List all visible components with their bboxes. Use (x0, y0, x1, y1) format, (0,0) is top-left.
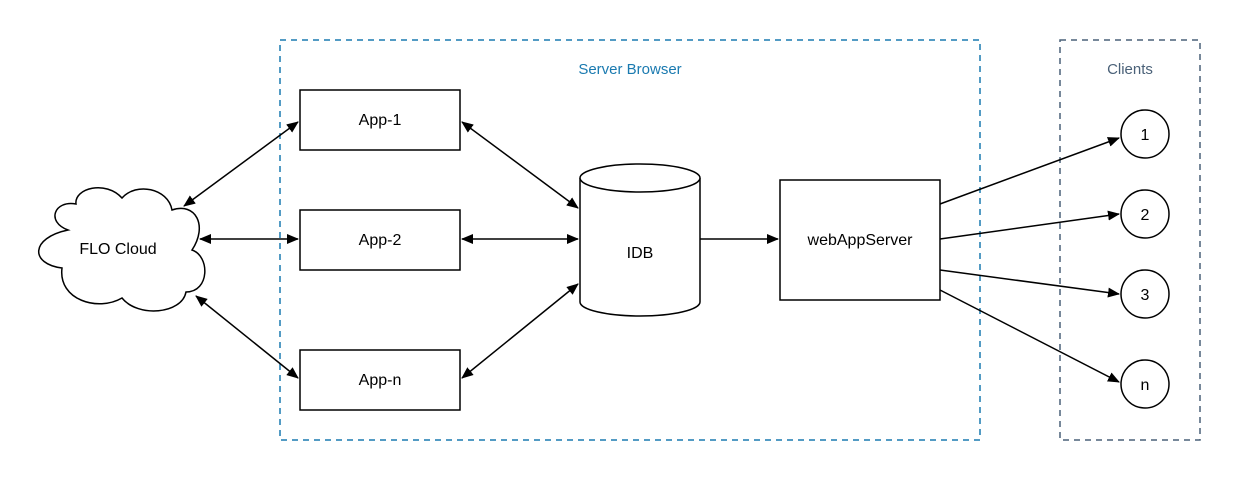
idb-cylinder-top (579, 163, 701, 193)
arrow-app1-idb (461, 121, 579, 209)
app-1-node[interactable]: App-1 (299, 89, 461, 151)
server-browser-group: Server Browser (279, 39, 981, 441)
clients-group: Clients (1059, 39, 1201, 441)
app-n-box (299, 349, 461, 411)
arrow-cloud-appn (195, 295, 299, 379)
app-1-label: App-1 (359, 112, 402, 129)
client-n-circle (1120, 359, 1170, 409)
idb-node[interactable]: IDB (579, 163, 701, 317)
idb-cylinder-body (579, 178, 701, 317)
client-3-label: 3 (1141, 287, 1150, 304)
client-3-circle (1120, 269, 1170, 319)
client-1-node[interactable]: 1 (1120, 109, 1170, 159)
flo-cloud-node[interactable]: FLO Cloud (38, 187, 206, 312)
arrow-appn-idb (461, 283, 579, 379)
client-2-node[interactable]: 2 (1120, 189, 1170, 239)
client-2-circle (1120, 189, 1170, 239)
client-1-circle (1120, 109, 1170, 159)
arrow-webappserver-client1 (939, 137, 1120, 205)
app-2-label: App-2 (359, 232, 402, 249)
app-1-box (299, 89, 461, 151)
app-2-node[interactable]: App-2 (299, 209, 461, 271)
app-n-node[interactable]: App-n (299, 349, 461, 411)
client-n-label: n (1141, 377, 1150, 394)
arrow-cloud-app1 (183, 121, 299, 207)
flo-cloud-label: FLO Cloud (79, 241, 156, 258)
client-1-label: 1 (1141, 127, 1150, 144)
webappserver-box (779, 179, 941, 301)
client-n-node[interactable]: n (1120, 359, 1170, 409)
idb-label: IDB (627, 245, 654, 262)
connectors (183, 121, 1120, 383)
cloud-shape (38, 187, 206, 312)
arrow-webappserver-clientn (939, 289, 1120, 383)
client-3-node[interactable]: 3 (1120, 269, 1170, 319)
webappserver-label: webAppServer (807, 232, 914, 249)
client-2-label: 2 (1141, 207, 1150, 224)
webappserver-node[interactable]: webAppServer (779, 179, 941, 301)
app-2-box (299, 209, 461, 271)
clients-label: Clients (1107, 61, 1153, 78)
clients-boundary (1059, 39, 1201, 441)
server-browser-label: Server Browser (578, 61, 681, 78)
arrow-webappserver-client3 (939, 269, 1120, 298)
app-n-label: App-n (359, 372, 402, 389)
arrow-webappserver-client2 (939, 210, 1120, 240)
